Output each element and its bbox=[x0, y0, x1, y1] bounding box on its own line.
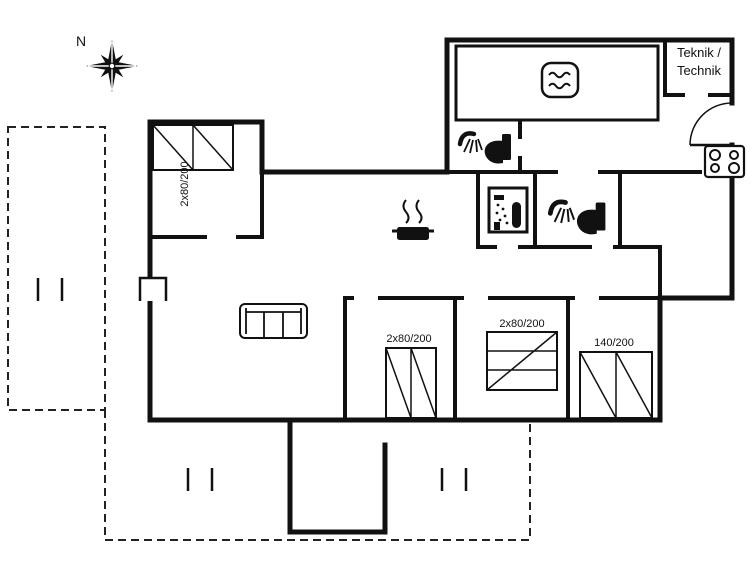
bed-s1-size-label: 2x80/200 bbox=[386, 333, 431, 345]
fireplace-icon bbox=[138, 276, 168, 301]
shower-icon-mid bbox=[547, 199, 575, 224]
pool-basin bbox=[454, 44, 660, 122]
bed-s3-size-label: 140/200 bbox=[594, 337, 634, 349]
exterior-walls bbox=[147, 37, 735, 423]
toilet-icon-north bbox=[484, 134, 511, 164]
teknik-label-line1: Teknik / bbox=[677, 45, 721, 60]
stairs-outline bbox=[287, 417, 388, 535]
teknik-label-line2: Technik bbox=[677, 63, 722, 78]
bed-s2-size-label: 2x80/200 bbox=[499, 318, 544, 330]
terrace-markers bbox=[36, 278, 468, 491]
terrace-bottom bbox=[104, 410, 531, 541]
toilet-icon-mid bbox=[576, 202, 606, 235]
compass-label: N bbox=[76, 33, 86, 49]
bed-s1 bbox=[385, 347, 437, 419]
cooktop-icon bbox=[703, 144, 746, 179]
compass-rose-icon bbox=[86, 40, 138, 92]
terrace-left bbox=[7, 126, 106, 411]
cooking-pot-icon bbox=[392, 199, 434, 240]
shower-icon-north bbox=[457, 131, 483, 154]
bed-s2 bbox=[486, 331, 558, 391]
bed-nw bbox=[152, 124, 234, 171]
entrance-door-arc bbox=[689, 102, 733, 147]
shower-cabin-icon bbox=[487, 186, 529, 234]
bed-nw-size-label: 2x80/200 bbox=[179, 161, 191, 206]
sofa-icon bbox=[239, 303, 308, 339]
interior-walls bbox=[148, 38, 734, 422]
bed-s3 bbox=[579, 351, 653, 419]
whirlpool-icon bbox=[540, 61, 580, 99]
